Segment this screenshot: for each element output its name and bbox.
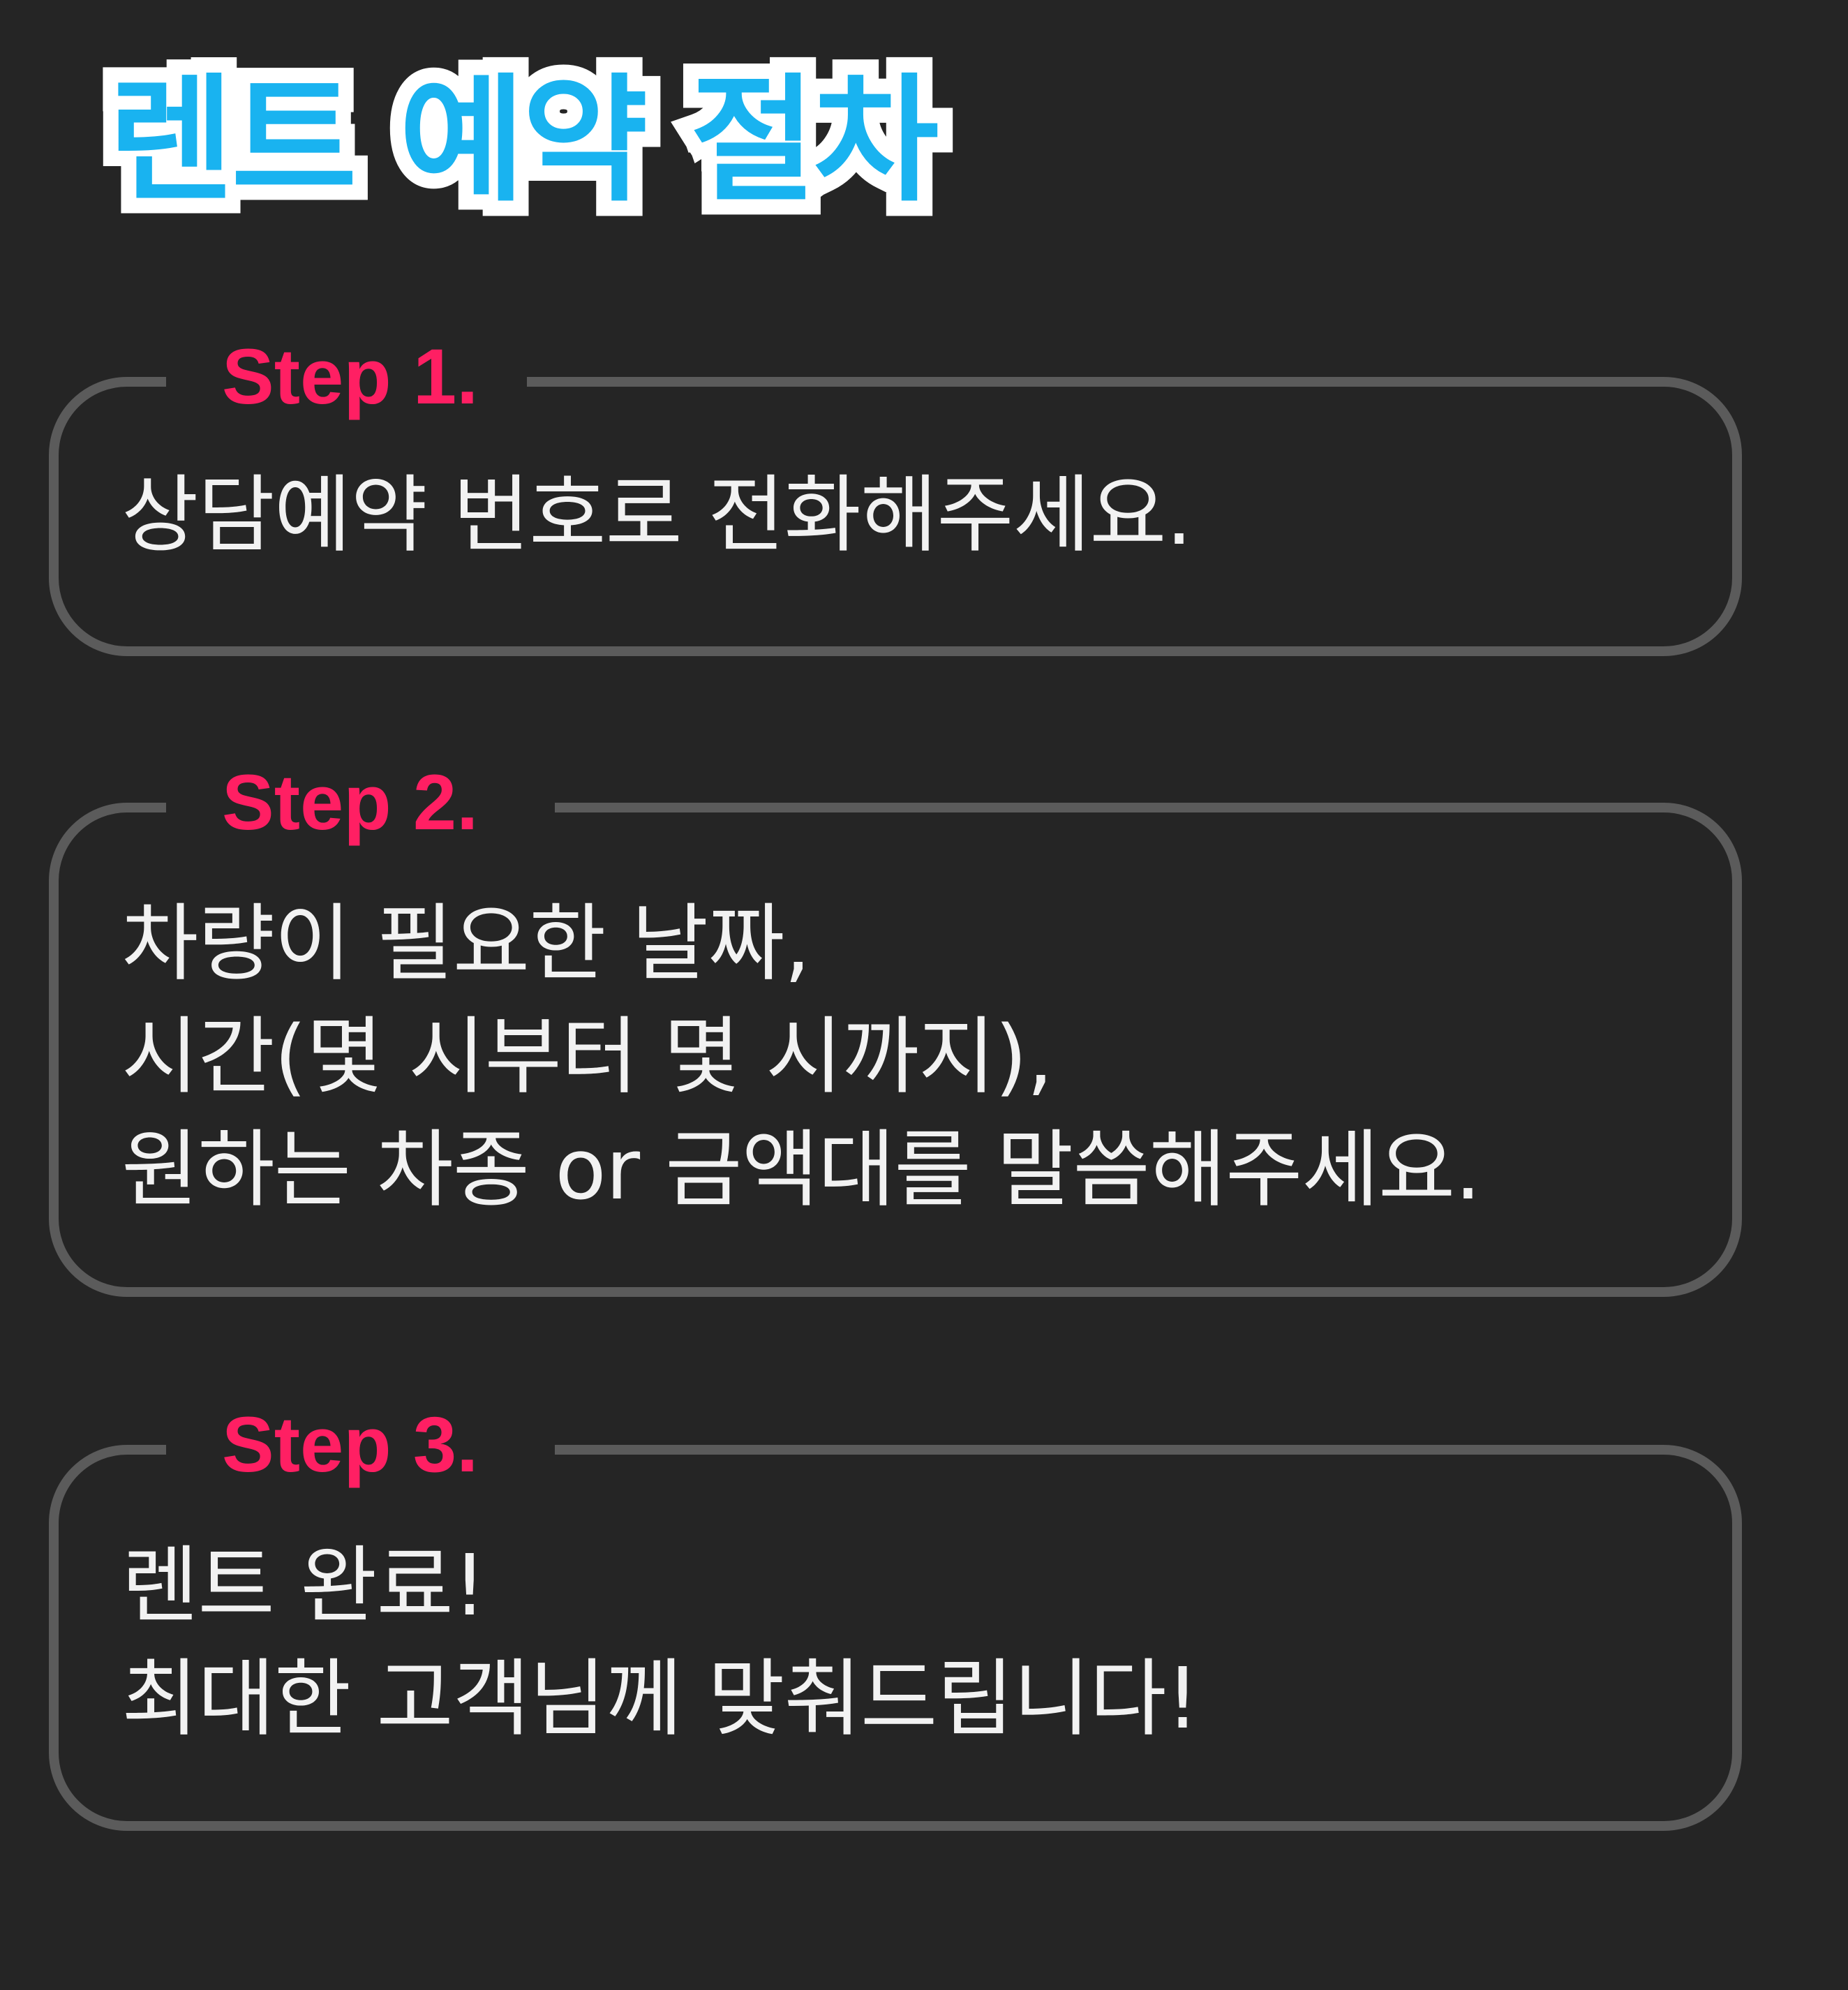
step-3-line-2: 최대한 고객님께 맞춰드립니다! bbox=[121, 1651, 1200, 1748]
step-2-line-2: 시간(몇 시부터 몇 시까지), bbox=[121, 1009, 1053, 1106]
step-3-text: 렌트 완료! 최대한 고객님께 맞춰드립니다! bbox=[121, 1530, 1686, 1756]
step-3-line-1: 렌트 완료! bbox=[121, 1538, 486, 1635]
page-title: 렌트 예약 절차 bbox=[93, 50, 954, 231]
step-2-label: Step 2. bbox=[166, 759, 556, 846]
step-2-card: Step 2. 차량이 필요한 날짜, 시간(몇 시부터 몇 시까지), 원하는… bbox=[49, 759, 1742, 1297]
step-2-line-1: 차량이 필요한 날짜, bbox=[121, 896, 811, 993]
step-2-line-3: 원하는 차종 or 금액대를 말씀해주세요. bbox=[121, 1122, 1481, 1219]
step-2-text: 차량이 필요한 날짜, 시간(몇 시부터 몇 시까지), 원하는 차종 or 금… bbox=[121, 888, 1686, 1227]
step-1-line-1: 상담예약 번호로 전화해주세요. bbox=[121, 467, 1193, 564]
step-1-text: 상담예약 번호로 전화해주세요. bbox=[121, 459, 1686, 572]
step-3-card: Step 3. 렌트 완료! 최대한 고객님께 맞춰드립니다! bbox=[49, 1402, 1742, 1831]
step-1-label: Step 1. bbox=[166, 334, 528, 420]
step-1-card: Step 1. 상담예약 번호로 전화해주세요. bbox=[49, 334, 1742, 656]
step-3-label: Step 3. bbox=[166, 1402, 556, 1488]
